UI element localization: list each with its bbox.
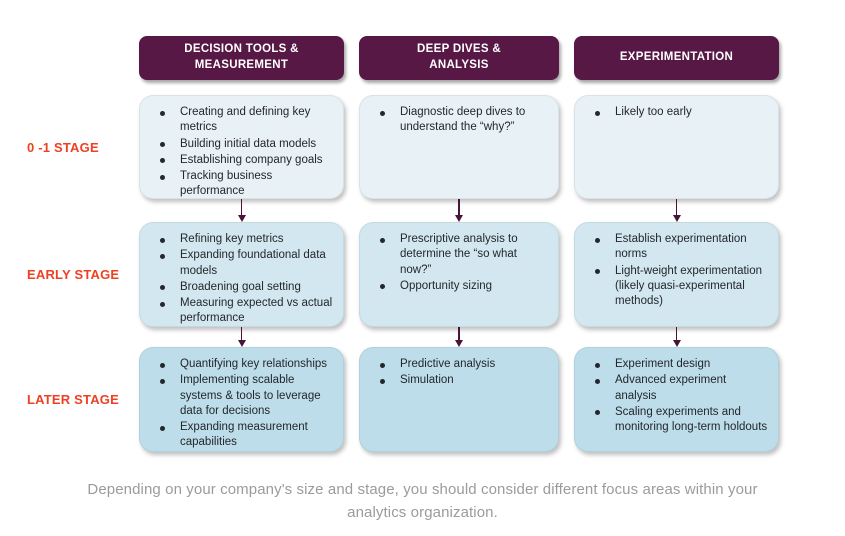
flow-arrow-down-icon bbox=[139, 327, 344, 347]
cell-later-experimentation: Experiment design Advanced experiment an… bbox=[574, 347, 779, 452]
stage-label-0-1: 0 -1 STAGE bbox=[27, 139, 99, 155]
bullet-item: Implementing scalable systems & tools to… bbox=[156, 373, 333, 419]
cell-early-deep-dives: Prescriptive analysis to determine the “… bbox=[359, 222, 559, 327]
cell-0-1-experimentation: Likely too early bbox=[574, 95, 779, 199]
bullet-item: Establishing company goals bbox=[156, 153, 333, 168]
cell-early-experimentation: Establish experimentation norms Light-we… bbox=[574, 222, 779, 327]
cell-0-1-decision-tools: Creating and defining key metrics Buildi… bbox=[139, 95, 344, 199]
bullet-list: Refining key metrics Expanding foundatio… bbox=[150, 232, 333, 327]
diagram-grid: DECISION TOOLS & MEASUREMENT DEEP DIVES … bbox=[27, 36, 779, 452]
flow-arrow-down-icon bbox=[574, 327, 779, 347]
bullet-item: Expanding foundational data models bbox=[156, 248, 333, 279]
cell-later-decision-tools: Quantifying key relationships Implementi… bbox=[139, 347, 344, 452]
bullet-item: Advanced experiment analysis bbox=[591, 373, 768, 404]
bullet-list: Establish experimentation norms Light-we… bbox=[585, 232, 768, 309]
bullet-item: Likely too early bbox=[591, 105, 768, 120]
column-header-deep-dives: DEEP DIVES & ANALYSIS bbox=[359, 36, 559, 80]
bullet-item: Light-weight experimentation (likely qua… bbox=[591, 264, 768, 310]
flow-arrow-down-icon bbox=[359, 327, 559, 347]
bullet-list: Prescriptive analysis to determine the “… bbox=[370, 232, 548, 294]
stage-label-early: EARLY STAGE bbox=[27, 267, 120, 282]
bullet-item: Building initial data models bbox=[156, 137, 333, 152]
bullet-item: Prescriptive analysis to determine the “… bbox=[376, 232, 548, 278]
cell-early-decision-tools: Refining key metrics Expanding foundatio… bbox=[139, 222, 344, 327]
flow-arrow-down-icon bbox=[139, 199, 344, 222]
bullet-list: Creating and defining key metrics Buildi… bbox=[150, 105, 333, 200]
bullet-item: Refining key metrics bbox=[156, 232, 333, 247]
column-header-decision-tools: DECISION TOOLS & MEASUREMENT bbox=[139, 36, 344, 80]
bullet-item: Establish experimentation norms bbox=[591, 232, 768, 263]
bullet-item: Measuring expected vs actual performance bbox=[156, 296, 333, 327]
bullet-item: Creating and defining key metrics bbox=[156, 105, 333, 136]
bullet-list: Diagnostic deep dives to understand the … bbox=[370, 105, 548, 136]
bullet-item: Opportunity sizing bbox=[376, 279, 548, 294]
bullet-item: Expanding measurement capabilities bbox=[156, 420, 333, 451]
bullet-item: Experiment design bbox=[591, 357, 768, 372]
flow-arrow-down-icon bbox=[359, 199, 559, 222]
cell-0-1-deep-dives: Diagnostic deep dives to understand the … bbox=[359, 95, 559, 199]
bullet-list: Predictive analysis Simulation bbox=[370, 357, 548, 389]
bullet-item: Simulation bbox=[376, 373, 548, 388]
bullet-item: Broadening goal setting bbox=[156, 280, 333, 295]
cell-later-deep-dives: Predictive analysis Simulation bbox=[359, 347, 559, 452]
bullet-item: Predictive analysis bbox=[376, 357, 548, 372]
bullet-item: Diagnostic deep dives to understand the … bbox=[376, 105, 548, 136]
bullet-item: Scaling experiments and monitoring long-… bbox=[591, 405, 768, 436]
column-header-experimentation: EXPERIMENTATION bbox=[574, 36, 779, 80]
bullet-list: Likely too early bbox=[585, 105, 768, 120]
flow-arrow-down-icon bbox=[574, 199, 779, 222]
bullet-item: Quantifying key relationships bbox=[156, 357, 333, 372]
bullet-item: Tracking business performance bbox=[156, 169, 333, 200]
bullet-list: Experiment design Advanced experiment an… bbox=[585, 357, 768, 435]
bullet-list: Quantifying key relationships Implementi… bbox=[150, 357, 333, 451]
stage-label-later: LATER STAGE bbox=[27, 392, 119, 407]
diagram-caption: Depending on your company's size and sta… bbox=[87, 481, 758, 522]
